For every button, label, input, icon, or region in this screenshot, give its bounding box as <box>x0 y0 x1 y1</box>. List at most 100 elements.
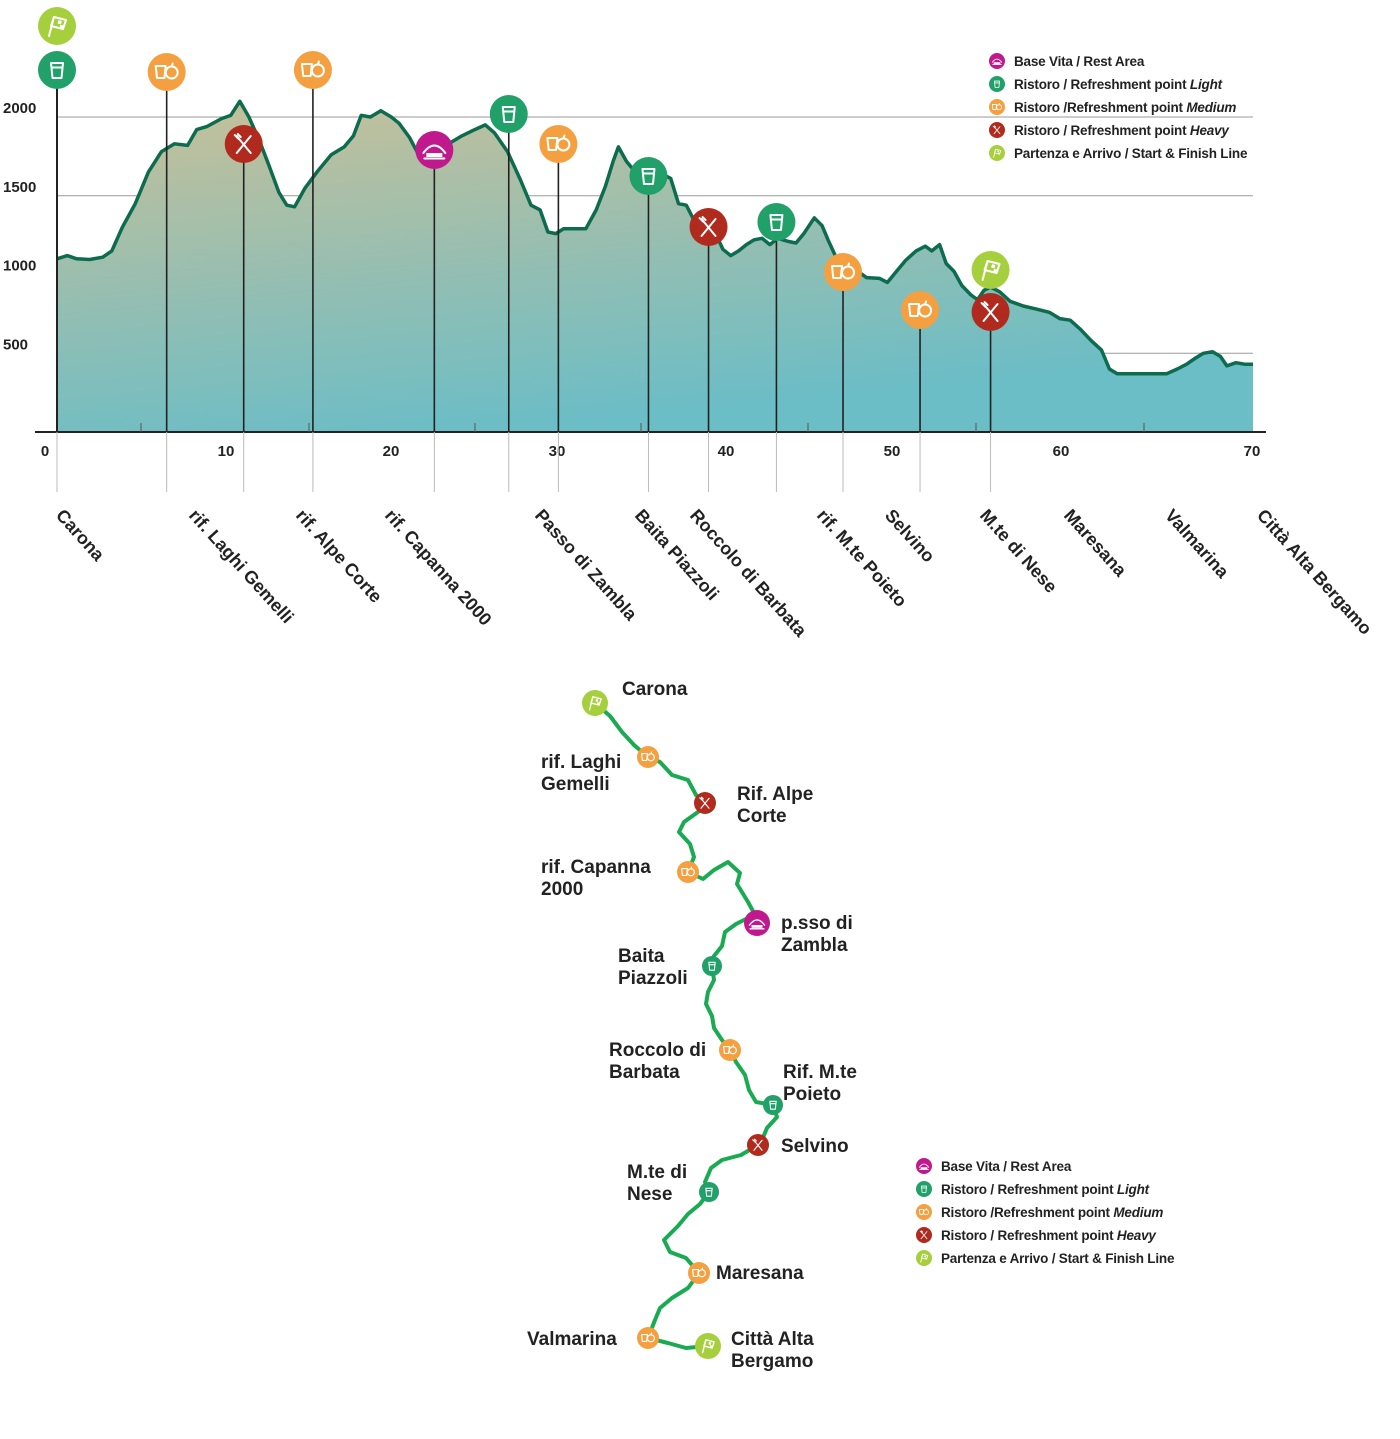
legend-item-medium: Ristoro /Refreshment point Medium <box>989 99 1237 115</box>
stop-marker-light <box>757 203 796 241</box>
medium-glyph <box>723 1044 737 1055</box>
medium-glyph <box>918 1207 930 1216</box>
light-circle <box>757 203 796 241</box>
legend-medium-icon <box>916 1204 932 1220</box>
map-marker-medium <box>637 746 659 768</box>
map-label: Gemelli <box>541 774 610 795</box>
rest-circle <box>916 1158 932 1174</box>
map-label: Barbata <box>609 1062 680 1083</box>
legend-item-rest: Base Vita / Rest Area <box>989 53 1145 69</box>
x-tick-label: 0 <box>41 443 49 460</box>
map-label: Nese <box>627 1184 672 1205</box>
stop-marker-medium <box>147 53 186 91</box>
x-tick-label: 30 <box>549 443 566 460</box>
stop-label: Carona <box>52 505 109 565</box>
stop-label: Città Alta Bergamo <box>1253 505 1376 638</box>
legend-heavy-icon <box>916 1227 932 1243</box>
rest-circle <box>744 910 770 936</box>
legend-text: Base Vita / Rest Area <box>1014 54 1145 69</box>
light-circle <box>763 1095 783 1115</box>
rest-glyph <box>422 144 447 160</box>
medium-glyph <box>908 300 933 318</box>
medium-glyph <box>991 102 1003 111</box>
stop-marker-medium <box>293 51 332 89</box>
legend-item-medium: Ristoro /Refreshment point Medium <box>916 1204 1164 1220</box>
map-marker-medium <box>637 1327 659 1349</box>
y-tick-label: 1000 <box>3 258 36 275</box>
stop-label: Valmarina <box>1161 505 1233 582</box>
stop-marker-start <box>971 251 1010 289</box>
map-label: Piazzoli <box>618 968 688 989</box>
rest-glyph <box>918 1163 930 1171</box>
light-circle <box>702 956 722 976</box>
map-marker-heavy <box>694 792 716 814</box>
map-marker-light <box>763 1095 783 1115</box>
elevation-line <box>56 99 1253 376</box>
map-marker-medium <box>719 1039 741 1061</box>
legend-light-icon <box>989 76 1005 92</box>
start-circle <box>695 1333 721 1359</box>
start-glyph <box>981 260 1001 281</box>
medium-glyph <box>692 1267 706 1278</box>
medium-glyph <box>154 62 179 80</box>
legend-text: Ristoro / Refreshment point Light <box>941 1182 1150 1197</box>
light-glyph <box>50 62 64 79</box>
map-marker-medium <box>677 861 699 883</box>
map-marker-rest <box>744 910 770 936</box>
x-tick-label: 50 <box>884 443 901 460</box>
map-label: M.te di <box>627 1162 687 1183</box>
legend-item-heavy: Ristoro / Refreshment point Heavy <box>916 1227 1158 1243</box>
medium-glyph <box>681 866 695 877</box>
light-glyph <box>641 168 656 185</box>
heavy-glyph <box>919 1230 928 1240</box>
legend-text: Ristoro / Refreshment point Heavy <box>941 1228 1157 1243</box>
legend-text: Ristoro /Refreshment point Medium <box>1014 100 1236 115</box>
map-label: Rif. M.te <box>783 1062 857 1083</box>
rest-circle <box>415 131 454 169</box>
stop-marker-medium <box>539 125 578 163</box>
stop-marker-start <box>38 7 76 45</box>
legend-start-icon <box>916 1250 932 1266</box>
heavy-glyph <box>752 1138 763 1151</box>
start-glyph <box>701 1339 715 1354</box>
light-glyph <box>769 1100 777 1110</box>
start-circle <box>916 1250 932 1266</box>
light-glyph <box>705 1187 713 1197</box>
light-glyph <box>769 214 784 231</box>
stop-marker-light <box>629 157 668 195</box>
rest-glyph <box>748 919 766 930</box>
x-tick-label: 60 <box>1053 443 1070 460</box>
legend-text: Base Vita / Rest Area <box>941 1159 1072 1174</box>
legend-item-light: Ristoro / Refreshment point Light <box>989 76 1223 92</box>
map-label: Poieto <box>783 1084 841 1105</box>
legend-item-rest: Base Vita / Rest Area <box>916 1158 1072 1174</box>
legend-item-light: Ristoro / Refreshment point Light <box>916 1181 1150 1197</box>
stop-label: Maresana <box>1060 505 1131 581</box>
stop-marker-medium <box>824 253 863 291</box>
start-circle <box>38 7 76 45</box>
light-circle <box>38 51 76 89</box>
light-circle <box>629 157 668 195</box>
stop-marker-heavy <box>224 125 263 163</box>
legend-rest-icon <box>989 53 1005 69</box>
medium-glyph <box>641 751 655 762</box>
start-circle <box>989 145 1005 161</box>
legend-start-icon <box>989 145 1005 161</box>
legend-light-icon <box>916 1181 932 1197</box>
x-tick-label: 70 <box>1244 443 1261 460</box>
stop-marker-medium <box>901 291 940 329</box>
x-tick-label: 40 <box>718 443 735 460</box>
light-glyph <box>994 80 1000 88</box>
stop-marker-light <box>38 51 76 89</box>
map-label: p.sso di <box>781 913 853 934</box>
rest-glyph <box>991 58 1003 66</box>
legend-medium-icon <box>989 99 1005 115</box>
map-label: 2000 <box>541 879 583 900</box>
stop-marker-rest <box>415 131 454 169</box>
stop-marker-heavy <box>971 293 1010 331</box>
map-label: Zambla <box>781 935 848 956</box>
